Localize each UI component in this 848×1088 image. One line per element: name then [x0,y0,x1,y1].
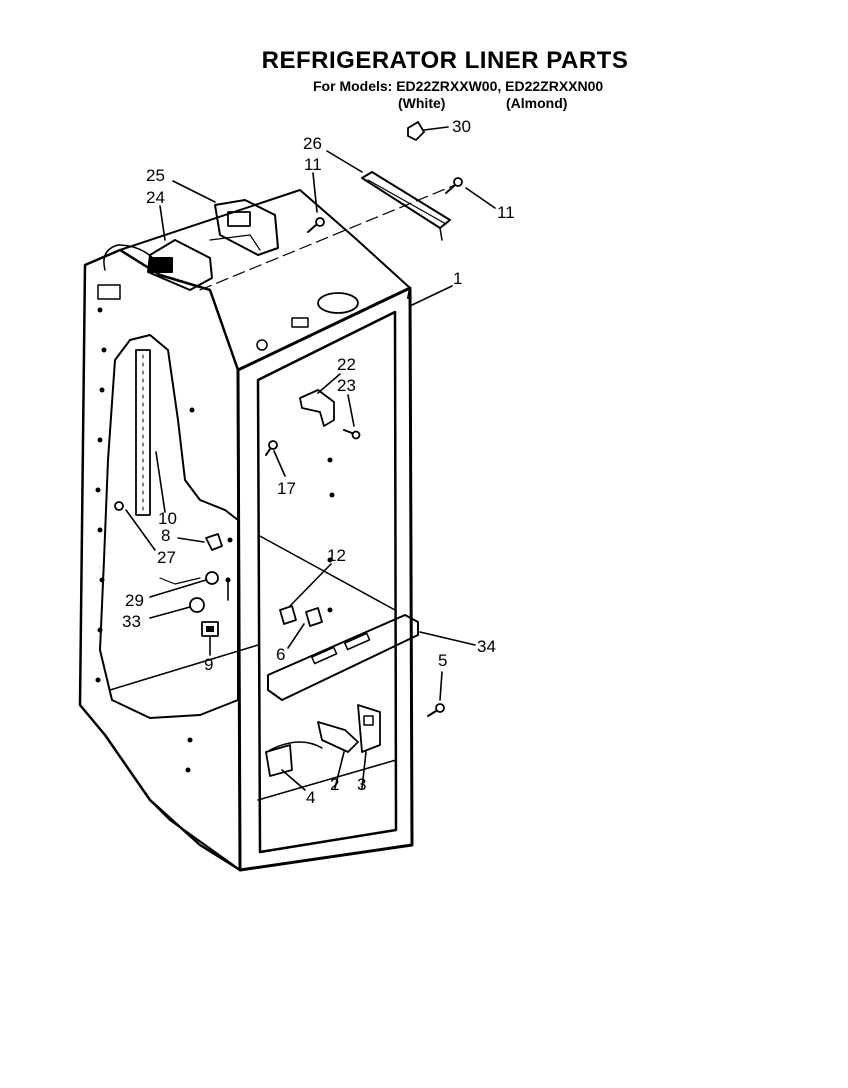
callout-25: 25 [146,166,165,185]
liner-body [78,189,414,872]
callout-labels: 1 2 3 4 5 6 8 9 10 11 11 12 17 22 23 24 … [122,117,515,807]
screw-11-right [445,177,463,194]
part-30-clip [407,121,425,141]
callout-30: 30 [452,117,471,136]
callout-6: 6 [276,645,285,664]
callout-29: 29 [125,591,144,610]
part-27-screw [114,501,124,511]
part-33-bulb [189,597,205,613]
part-4-damper [265,741,323,777]
callout-11-left: 11 [304,155,322,174]
callout-1: 1 [453,269,462,288]
callout-11-right: 11 [497,203,515,222]
callout-17: 17 [277,479,296,498]
part-17-screw [265,440,278,456]
callout-12: 12 [327,546,346,565]
part-25-module-cover [214,199,279,256]
part-24-control-module [147,239,213,291]
callout-2: 2 [330,775,339,794]
part-26-top-bracket [361,171,451,241]
variant-almond-label: (Almond) [506,95,568,111]
part-2-bracket [317,721,359,753]
part-34-rail [267,614,419,701]
callout-3: 3 [357,775,366,794]
part-29-fitting [159,571,219,585]
screw-11-left [307,217,325,233]
part-5-screw [427,703,445,717]
callout-27: 27 [157,548,176,567]
callout-10: 10 [158,509,177,528]
part-9-switch [201,621,219,637]
callout-23: 23 [337,376,356,395]
callout-24: 24 [146,188,165,207]
leader-lines [125,126,496,791]
callout-4: 4 [306,788,315,807]
models-line: For Models: ED22ZRXXW00, ED22ZRXXN00 [313,78,604,94]
part-12-clip [279,605,297,625]
callout-22: 22 [337,355,356,374]
callout-26: 26 [303,134,322,153]
callout-34: 34 [477,637,496,656]
part-23-screw [343,429,361,440]
part-22-bracket [299,389,335,427]
callout-5: 5 [438,651,447,670]
part-3-bracket [357,704,381,753]
page-title: REFRIGERATOR LINER PARTS [261,47,629,74]
part-6-clip [305,607,323,627]
part-8-clip [205,533,223,551]
callout-33: 33 [122,612,141,631]
callout-9: 9 [204,655,213,674]
variant-white-label: (White) [398,95,446,111]
callout-8: 8 [161,526,170,545]
